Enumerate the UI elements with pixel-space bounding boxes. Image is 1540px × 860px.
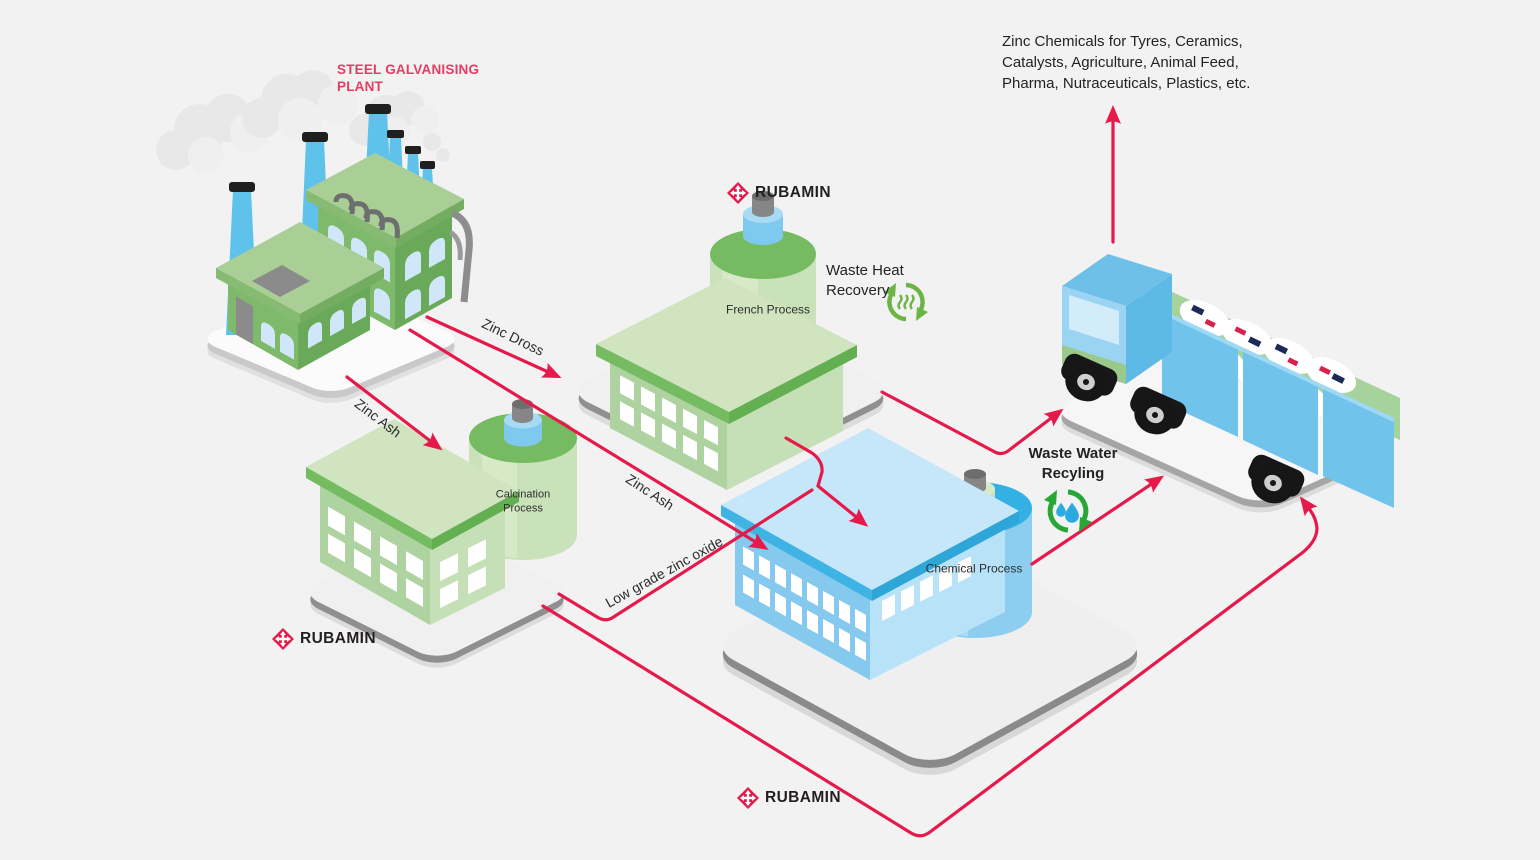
products-annotation: Zinc Chemicals for Tyres, Ceramics, Cata…: [1002, 33, 1251, 92]
arrow-loop-to-truck: [541, 496, 1319, 838]
waste-water-recycling-label: Waste Water Recyling: [1028, 445, 1118, 482]
arrow-zinc-ash-to-calcination: [345, 375, 443, 451]
arrow-french-to-truck: [880, 390, 1064, 456]
roof-hatch: [252, 265, 310, 297]
truck: [1061, 254, 1400, 508]
arrow-french-to-chemical: [784, 436, 869, 527]
brand-name: RUBAMIN: [755, 184, 831, 201]
rubamin-diamond-icon: [727, 182, 749, 204]
truck-wheels: [1061, 353, 1305, 504]
calcination-process-label: Calcination Process: [495, 488, 551, 514]
arrow-zinc-ash-to-chemical: [408, 328, 769, 550]
french-plant-building: [596, 191, 857, 490]
cab-window: [1069, 295, 1119, 345]
cargo-bed: [1161, 310, 1395, 508]
flow-arrows: [345, 105, 1319, 838]
calcination-plant-building: [306, 399, 577, 625]
french-process-label: French Process: [725, 302, 811, 317]
waste-water-recycling-icon: [1044, 489, 1092, 533]
rubamin-logo-calcination: RUBAMIN: [272, 628, 376, 650]
rubamin-logo-chemical: RUBAMIN: [737, 787, 841, 809]
brand-name: RUBAMIN: [300, 630, 376, 647]
waste-heat-recovery-label: Waste Heat Recovery: [826, 262, 904, 299]
steel-plant-building: [156, 70, 473, 370]
arrow-low-grade-zinc-oxide: [557, 488, 814, 622]
steel-plant-title: STEEL GALVANISING PLANT: [337, 62, 480, 94]
rubamin-diamond-icon: [737, 787, 759, 809]
brand-name: RUBAMIN: [765, 789, 841, 806]
waste-heat-recovery-icon: [884, 282, 928, 322]
arrow-zinc-dross: [425, 315, 562, 379]
rubamin-diamond-icon: [272, 628, 294, 650]
door: [236, 296, 253, 345]
rubamin-logo-french: RUBAMIN: [727, 182, 831, 204]
roof-vent-icon: [333, 193, 400, 239]
chemical-process-label: Chemical Process: [925, 561, 1023, 576]
arrow-chemical-to-truck: [1030, 475, 1165, 566]
pipe-icon: [450, 209, 473, 303]
chemical-plant-building: [721, 428, 1032, 680]
